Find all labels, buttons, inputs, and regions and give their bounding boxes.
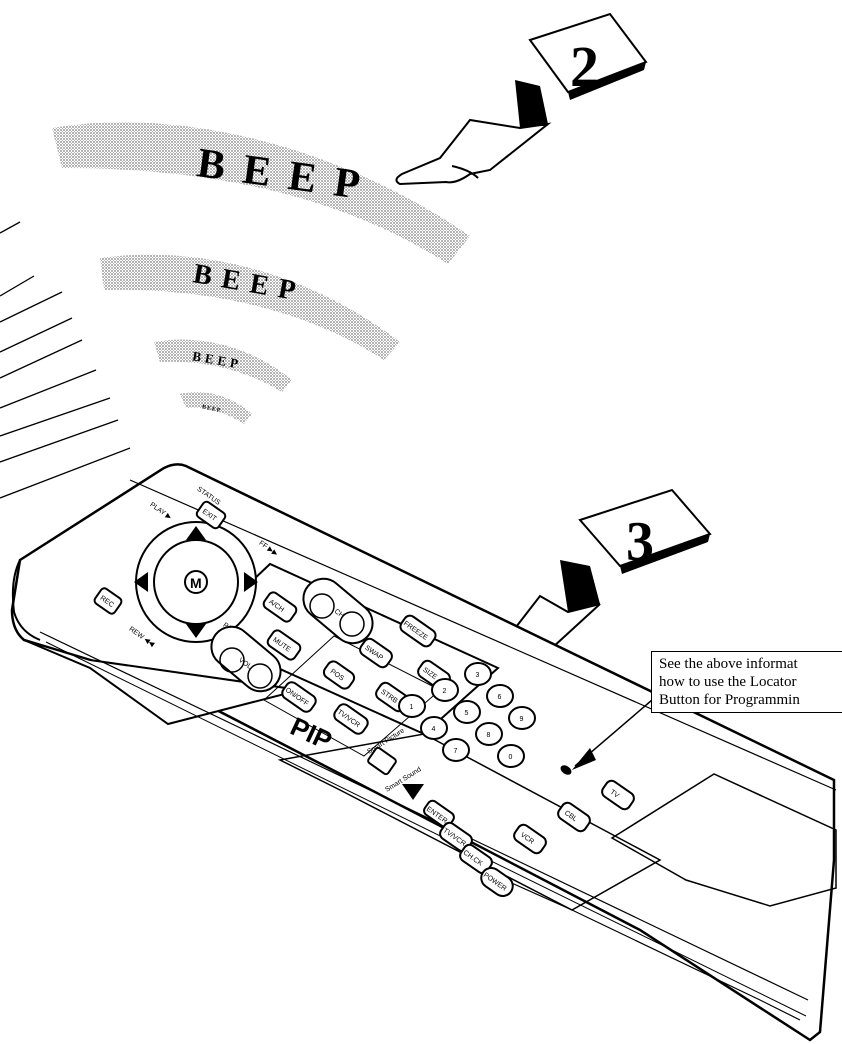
hand-icon xyxy=(560,560,600,612)
digit-label-7: 7 xyxy=(454,748,458,755)
step-2-number: 2 xyxy=(570,34,599,99)
callout-line-3: Button for Programmin xyxy=(659,691,842,709)
digit-label-6: 6 xyxy=(498,694,502,701)
locator-callout: See the above informat how to use the Lo… xyxy=(651,651,842,713)
step-2-marker: 2 xyxy=(396,14,646,184)
remote-control xyxy=(12,464,836,1040)
callout-line-2: how to use the Locator xyxy=(659,673,842,691)
digit-label-5: 5 xyxy=(465,710,469,717)
digit-label-9: 9 xyxy=(520,716,524,723)
hand-icon xyxy=(515,80,548,128)
digit-label-8: 8 xyxy=(487,732,491,739)
digit-label-4: 4 xyxy=(432,726,436,733)
callout-line-1: See the above informat xyxy=(659,655,842,673)
digit-label-2: 2 xyxy=(443,688,447,695)
digit-label-3: 3 xyxy=(476,672,480,679)
menu-button[interactable]: M xyxy=(190,575,202,591)
beep-waves: BEEP BEEP BEEP BEEP xyxy=(52,122,470,424)
digit-label-0: 0 xyxy=(509,754,513,761)
step-3-number: 3 xyxy=(626,511,654,573)
digit-label-1: 1 xyxy=(410,704,414,711)
